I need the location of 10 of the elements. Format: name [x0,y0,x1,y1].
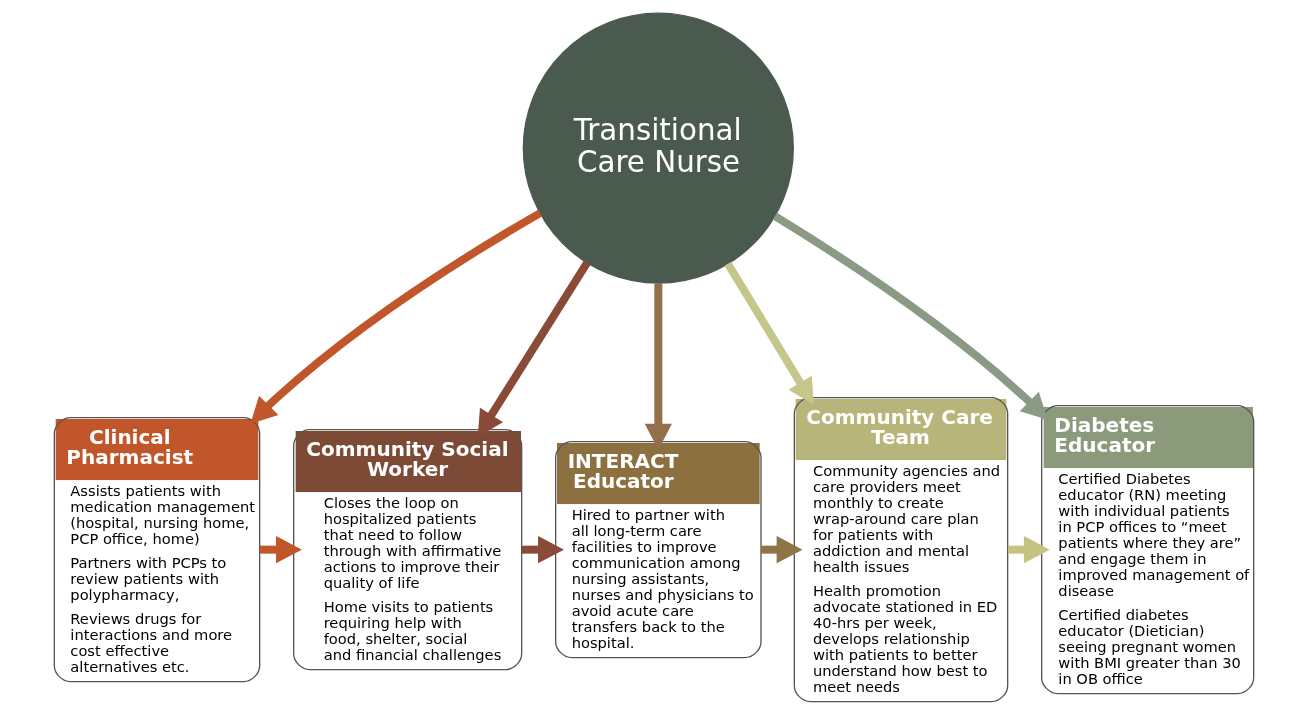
arrow [521,536,564,564]
arrow [772,212,1048,420]
node-circle: Transitional Care Nurse [522,12,794,284]
arrow [259,536,302,564]
arrow [1007,536,1050,564]
arrow [644,283,672,450]
arrow [250,209,543,424]
arrow [477,260,591,437]
arrow [761,536,803,564]
arrow [724,261,814,405]
